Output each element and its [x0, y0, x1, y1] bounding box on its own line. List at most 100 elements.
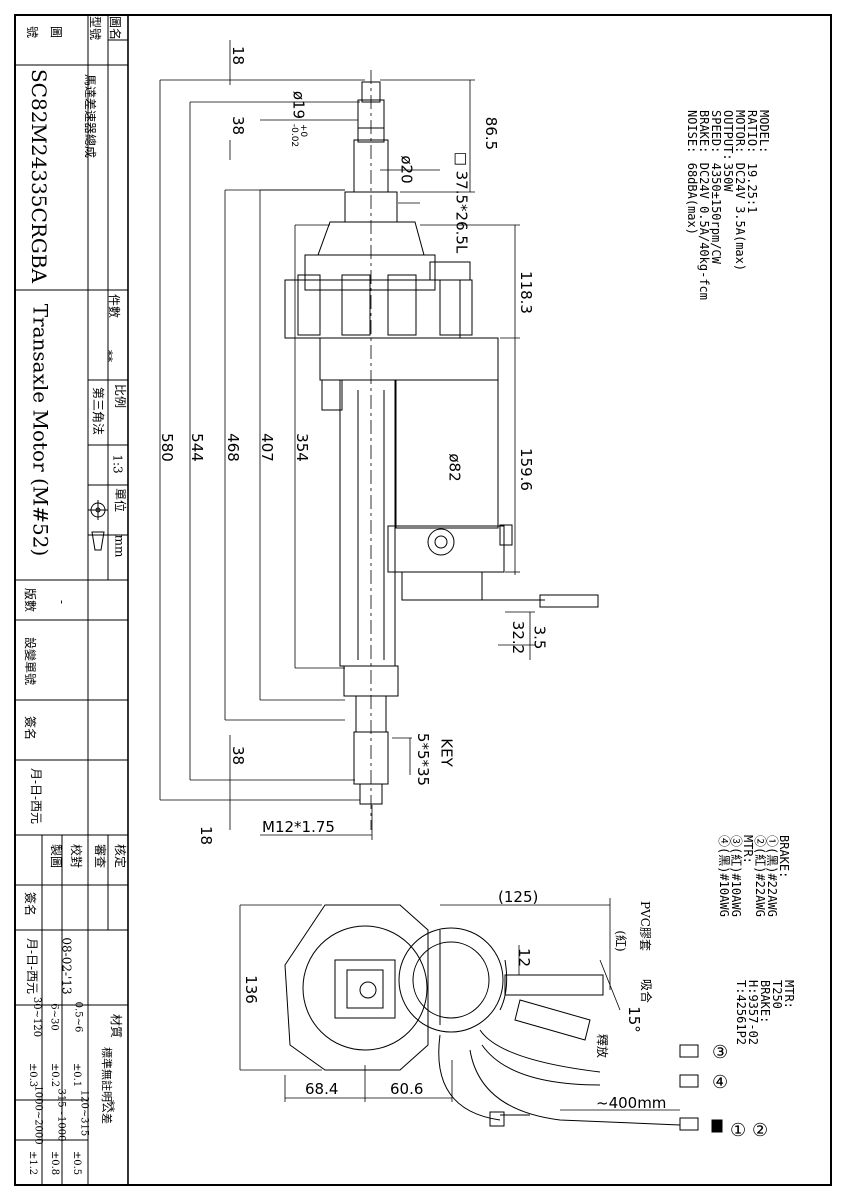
spec-label-brake: BRAKE: — [697, 110, 711, 154]
mtr-line-3: BRAKE: — [758, 980, 772, 1024]
wiring-line-6: ④(黑)#10AWG — [717, 835, 731, 917]
connector-3-label: ③ — [712, 1042, 729, 1063]
pvc-sleeve-label: PVC膠套 — [637, 901, 652, 951]
dim-125: (125) — [498, 888, 539, 906]
dim-159-6: 159.6 — [516, 448, 535, 491]
dim-18-top: 18 — [229, 45, 248, 66]
dim-86-5: 86.5 — [482, 116, 501, 151]
tol-range-6: 1000~2000 — [32, 1085, 44, 1145]
pvc-sleeve-color: (紅) — [613, 930, 628, 952]
dim-580: 580 — [157, 433, 176, 462]
title-number-label: 號 — [25, 25, 40, 39]
tol-value-6: ±1.2 — [27, 1150, 39, 1176]
tol-range-1: 0.5~6 — [72, 1001, 84, 1033]
dim-3-5: 3.5 — [530, 625, 549, 650]
dim-354: 354 — [292, 433, 311, 462]
drawing-subtitle: Transaxle Motor (M#52) — [28, 303, 53, 557]
sign-label: 簽名 — [23, 891, 38, 917]
dim-dia-19-tol-up: +0 — [298, 123, 309, 138]
wiring-line-5: ③(紅)#10AWG — [729, 835, 743, 917]
spec-value-ratio: 19.25:1 — [745, 162, 759, 214]
connector-4-label: ④ — [712, 1072, 729, 1093]
wiring-line-1: BRAKE: — [777, 835, 791, 879]
dim-12: 12 — [515, 947, 534, 968]
dim-32-2: 32.2 — [509, 620, 528, 655]
dim-38-top: 38 — [229, 115, 248, 136]
mtr-line-4: H:9357-02 — [746, 980, 760, 1046]
spec-label-output: OUTPUT: — [721, 110, 735, 161]
key-size: 5*5*35 — [414, 732, 433, 787]
title-name-value: 馬達差速器總成 — [83, 73, 98, 159]
tol-range-5: 30~120 — [31, 996, 43, 1038]
rev-header-date: 月-日-西元 — [29, 767, 44, 825]
wire-length: ~400mm — [596, 1094, 667, 1112]
material-label: 材質 — [109, 1013, 124, 1039]
release-angle: 15° — [624, 1006, 643, 1033]
dim-dia-82: ø82 — [445, 453, 464, 482]
dim-18-bottom: 18 — [197, 825, 216, 846]
title-model-label: 型號 — [88, 15, 103, 41]
rev-dash: - — [55, 599, 70, 605]
rev-header-change: 設變單號 — [23, 636, 38, 686]
tol-range-4: 315~1000 — [55, 1088, 67, 1142]
scale-label: 比例 — [113, 383, 128, 409]
tol-range-2: 120~315 — [78, 1089, 90, 1137]
draw-label: 製圖 — [49, 843, 64, 869]
dim-square: □ 37.5*26.5L — [452, 151, 471, 254]
check-label: 校對 — [69, 843, 84, 869]
dim-thread: M12*1.75 — [262, 818, 335, 836]
qty-value: ** — [101, 350, 115, 362]
qty-label: 件數 — [107, 293, 122, 319]
tol-value-2: ±0.5 — [71, 1150, 83, 1176]
dim-dia-20: ø20 — [397, 155, 416, 184]
connector-2-label: ② — [752, 1120, 769, 1141]
tol-value-3: ±0.2 — [49, 1062, 61, 1088]
spec-value-model — [758, 163, 770, 300]
dim-544: 544 — [187, 433, 206, 462]
spec-label-model: MODEL: — [757, 110, 771, 154]
spec-value-brake: DC24V 0.5A/40kg-fcm — [697, 162, 711, 300]
tol-range-3: 6~30 — [48, 1003, 60, 1031]
mtr-line-5: T:42561P2 — [734, 980, 748, 1046]
dim-68-4: 68.4 — [305, 1080, 339, 1098]
wiring-line-2: ①(黑)#22AWG — [765, 835, 779, 917]
spec-value-motor: DC24V 3.5A(max) — [733, 162, 747, 272]
spec-label-ratio: RATIO: — [745, 110, 759, 154]
review-label: 審查 — [93, 843, 108, 869]
tol-value-5: ±0.3 — [27, 1062, 39, 1088]
specs-block: MODEL: RATIO: MOTOR: OUTPUT: SPEED: BRAK… — [685, 110, 771, 300]
dim-dia-19-tol-down: -0.02 — [289, 123, 300, 148]
spec-label-noise: NOISE: — [685, 110, 699, 154]
spec-label-motor: MOTOR: — [733, 110, 747, 154]
connector-1-label: ① — [730, 1120, 747, 1141]
projection-label: 第三角法 — [91, 386, 106, 436]
mtr-legend: MTR: T250 BRAKE: H:9357-02 T:42561P2 — [725, 980, 796, 1070]
mtr-line-2: T250 — [770, 980, 784, 1009]
title-name-label: 圖名 — [108, 15, 123, 41]
tol-value-1: ±0.1 — [71, 1062, 83, 1088]
dim-dia-19: ø19 +0 -0.02 — [289, 90, 309, 148]
drawing-number: SC82M24335CRGBA — [27, 68, 52, 284]
unit-label: 單位 — [113, 487, 128, 513]
dim-dia-19-base: ø19 — [289, 90, 308, 120]
key-label: KEY — [437, 738, 456, 767]
mtr-line-1: MTR: — [782, 980, 796, 1009]
rev-header-sign: 簽名 — [23, 715, 38, 741]
approve-label: 核定 — [113, 843, 128, 869]
dim-38-bottom: 38 — [229, 745, 248, 766]
dim-407: 407 — [257, 433, 276, 462]
spec-value-speed: 4350±150rpm/CW — [709, 162, 723, 264]
engage-label: 吸合 — [639, 978, 654, 1004]
wiring-line-3: ②(紅)#22AWG — [753, 835, 767, 917]
rev-header-version: 版數 — [23, 587, 38, 613]
wiring-legend: BRAKE: ①(黑)#22AWG ②(紅)#22AWG MTR: ③(紅)#1… — [700, 835, 791, 965]
unit-value: mm — [112, 534, 127, 558]
dim-468: 468 — [223, 433, 242, 462]
date-value: 08-02-'13 — [59, 937, 74, 995]
date-label: 月-日-西元 — [25, 937, 40, 995]
scale-value: 1:3 — [110, 454, 125, 474]
dim-dia-19-tol: +0 -0.02 — [289, 123, 309, 148]
tolerance-title: 標準無註明公差 — [100, 1047, 113, 1124]
